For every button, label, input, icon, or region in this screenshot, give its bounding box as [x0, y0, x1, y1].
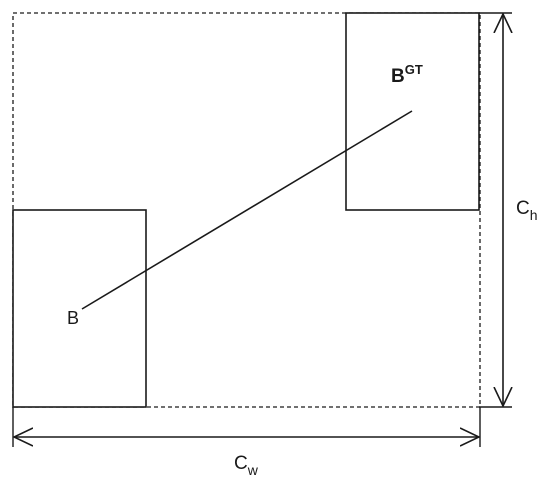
predicted-box	[12, 209, 147, 408]
ground-truth-box-label-base: B	[391, 66, 405, 87]
center-distance-line	[81, 110, 413, 310]
ground-truth-box-label: BGT	[391, 62, 423, 87]
enclosing-box	[12, 12, 481, 408]
height-dimension-label: Ch	[516, 198, 538, 223]
height-dimension-label-base: C	[516, 198, 530, 219]
width-dimension-label-subscript: w	[247, 462, 259, 478]
width-dimension-label-base: C	[234, 453, 248, 474]
ground-truth-box-label-superscript: GT	[405, 62, 423, 77]
width-dimension-label: Cw	[234, 453, 259, 478]
ground-truth-box	[345, 12, 480, 211]
height-dimension-label-subscript: h	[530, 207, 538, 223]
predicted-box-label: B	[67, 308, 79, 328]
